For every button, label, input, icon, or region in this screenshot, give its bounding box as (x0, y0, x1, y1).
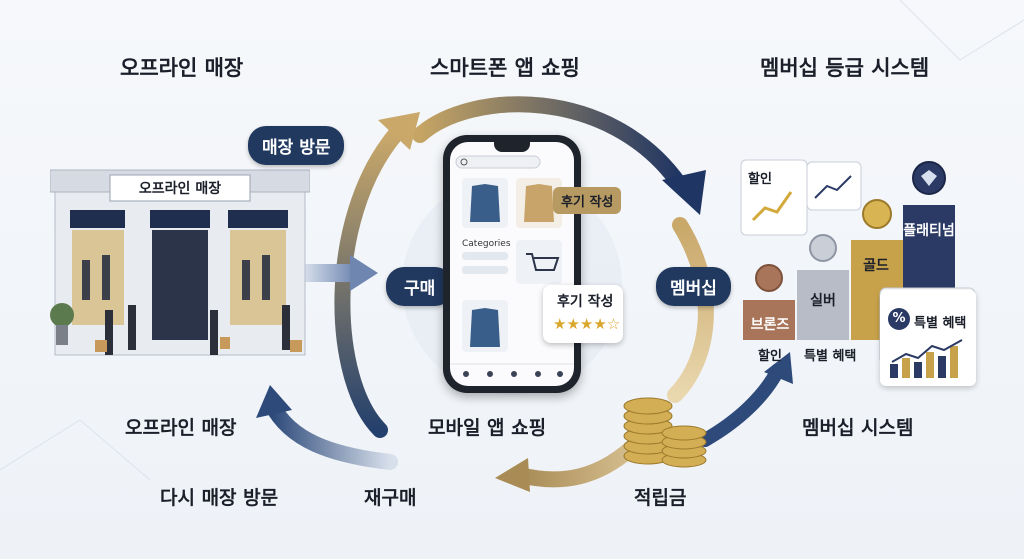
store-sign: 오프라인 매장 (138, 181, 222, 197)
header-offline-store: 오프라인 매장 (120, 56, 244, 80)
label-mobile-app-shopping: 모바일 앱 쇼핑 (428, 417, 547, 439)
review-card-title: 후기 작성 (557, 294, 614, 310)
header-smartphone-shopping: 스마트폰 앱 쇼핑 (430, 56, 580, 80)
review-card: 후기 작성 ★★★★☆ (543, 285, 623, 343)
phone-notch (494, 142, 530, 152)
label-purchase: 구매 (386, 267, 454, 306)
special-benefit-card: % 특별 혜택 (880, 290, 976, 386)
tier-gold: 골드 (863, 258, 889, 274)
review-stars: ★★★★☆ (553, 315, 621, 333)
phone-screen: Categories (450, 142, 574, 386)
tier-silver: 실버 (810, 293, 836, 309)
review-tag: 후기 작성 (553, 187, 622, 214)
label-revisit-store: 다시 매장 방문 (160, 487, 279, 509)
coin-stack-icon (623, 397, 707, 468)
header-membership-grade: 멤버십 등급 시스템 (760, 56, 930, 80)
label-repurchase: 재구매 (364, 487, 417, 509)
phone-app-ui (450, 155, 574, 377)
tier-platinum: 플래티넘 (903, 223, 955, 239)
categories-label: Categories (462, 239, 511, 249)
smartphone: Categories (443, 135, 581, 393)
benefit-discount-card: 할인 (748, 172, 772, 187)
special-benefit-title: 특별 혜택 (914, 316, 967, 331)
store-illustration (50, 169, 310, 356)
label-points: 적립금 (634, 487, 687, 509)
label-offline-store-bottom: 오프라인 매장 (125, 417, 237, 439)
percent-icon: % (888, 308, 910, 330)
benefit-discount: 할인 (758, 349, 782, 364)
tier-bronze: 브론즈 (750, 317, 790, 333)
benefit-special: 특별 혜택 (804, 349, 857, 364)
label-store-visit: 매장 방문 (248, 126, 345, 165)
label-membership-system: 멤버십 시스템 (802, 417, 914, 439)
benefit-bar-chart-icon (890, 339, 963, 378)
label-membership: 멤버십 (656, 267, 731, 306)
